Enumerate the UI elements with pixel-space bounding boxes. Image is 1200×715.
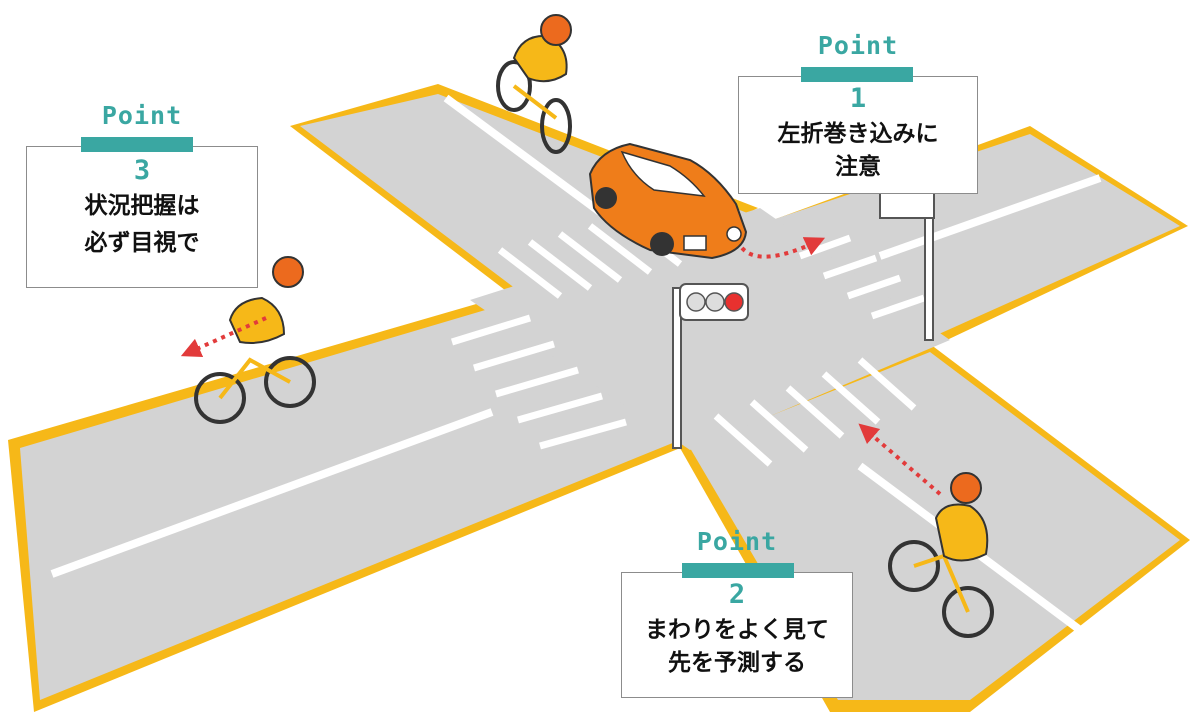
cyclist-icon [496, 14, 572, 154]
point-label-bar [801, 67, 913, 82]
lane-line-nw [443, 94, 603, 216]
callout-point-3: Point 3 状況把握は 必ず目視で [26, 101, 258, 288]
callout-point-2: Point 2 まわりをよく見て 先を予測する [621, 527, 853, 698]
point-text: 状況把握は 必ず目視で [27, 188, 257, 262]
point-text-line: 先を予測する [668, 650, 806, 677]
lane-line-ne [878, 174, 1102, 260]
car-icon [588, 142, 748, 260]
dotted-arrow-icon [740, 237, 826, 259]
dotted-arrow-icon [858, 423, 942, 496]
point-number: 1 [849, 83, 867, 114]
point-label-bar [81, 137, 193, 152]
road-center [470, 208, 950, 450]
crosswalk-west [450, 314, 627, 450]
point-text-line: 必ず目視で [84, 229, 200, 256]
point-text-line: 左折巻き込みに [777, 121, 939, 147]
point-label: Point [101, 101, 183, 130]
point-text: まわりをよく見て 先を予測する [622, 614, 852, 681]
callout-point-1: Point 1 左折巻き込みに 注意 [738, 31, 978, 194]
point-number: 3 [133, 155, 151, 186]
road-arm-sw [20, 308, 680, 700]
point-text-line: まわりをよく見て [645, 617, 829, 643]
point-number: 2 [728, 579, 746, 610]
point-text-line: 注意 [835, 154, 881, 181]
crosswalk-south [713, 357, 917, 467]
point-text-line: 状況把握は [84, 193, 200, 219]
cyclist-icon [888, 472, 994, 638]
point-label-bar [682, 563, 794, 578]
lane-line-sw [50, 408, 494, 578]
traffic-signal-icon [672, 283, 749, 449]
point-label: Point [817, 31, 899, 60]
point-text: 左折巻き込みに 注意 [739, 118, 977, 185]
point-label: Point [696, 527, 778, 556]
road-sign-icon [879, 189, 935, 341]
cyclist-icon [194, 256, 316, 424]
